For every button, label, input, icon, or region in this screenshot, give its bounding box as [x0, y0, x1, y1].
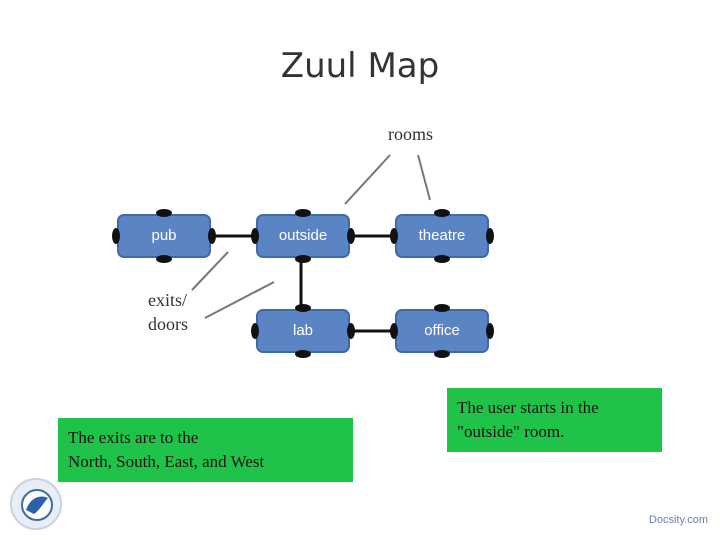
rooms-pointer-outside: [344, 154, 391, 205]
door-knob: [112, 228, 120, 244]
door-knob: [295, 304, 311, 312]
logo: [10, 478, 62, 530]
door-knob: [295, 255, 311, 263]
room-office: [390, 304, 494, 358]
door-knob: [347, 323, 355, 339]
start-note-line1: The user starts in the: [457, 398, 599, 417]
room-theatre: [390, 209, 494, 263]
rooms-annotation: rooms: [388, 124, 433, 144]
door-knob: [434, 209, 450, 217]
room-label-office: office: [424, 322, 460, 339]
slide-title: Zuul Map: [280, 46, 440, 86]
exits-note-line2: North, South, East, and West: [68, 452, 265, 471]
room-label-pub: pub: [151, 227, 177, 244]
door-knob: [486, 228, 494, 244]
door-knob: [434, 304, 450, 312]
door-knob: [156, 255, 172, 263]
door-knob: [208, 228, 216, 244]
room-label-lab: lab: [292, 322, 314, 339]
doors-pointer-2: [204, 281, 275, 319]
door-knob: [251, 228, 259, 244]
room-outside: [251, 209, 355, 263]
exits-note: The exits are to the North, South, East,…: [58, 418, 353, 482]
room-label-theatre: theatre: [418, 227, 466, 244]
door-knob: [156, 209, 172, 217]
door-knob: [390, 228, 398, 244]
doors-annotation-line1: exits/: [148, 290, 187, 310]
rooms-pointer-theatre: [417, 154, 431, 201]
logo-icon: [21, 489, 53, 521]
room-pub: [112, 209, 216, 263]
start-note-line2: "outside" room.: [457, 422, 565, 441]
footer-source: Docsity.com: [648, 514, 708, 526]
door-knob: [434, 255, 450, 263]
door-knob: [486, 323, 494, 339]
doors-annotation: exits/ doors: [148, 288, 188, 336]
room-label-outside: outside: [278, 227, 328, 244]
door-knob: [295, 209, 311, 217]
doors-annotation-line2: doors: [148, 314, 188, 334]
doors-pointer-1: [191, 251, 229, 291]
exits-note-line1: The exits are to the: [68, 428, 199, 447]
door-knob: [251, 323, 259, 339]
door-knob: [390, 323, 398, 339]
room-lab: [251, 304, 355, 358]
door-knob: [295, 350, 311, 358]
door-knob: [434, 350, 450, 358]
start-note: The user starts in the "outside" room.: [447, 388, 662, 452]
door-knob: [347, 228, 355, 244]
